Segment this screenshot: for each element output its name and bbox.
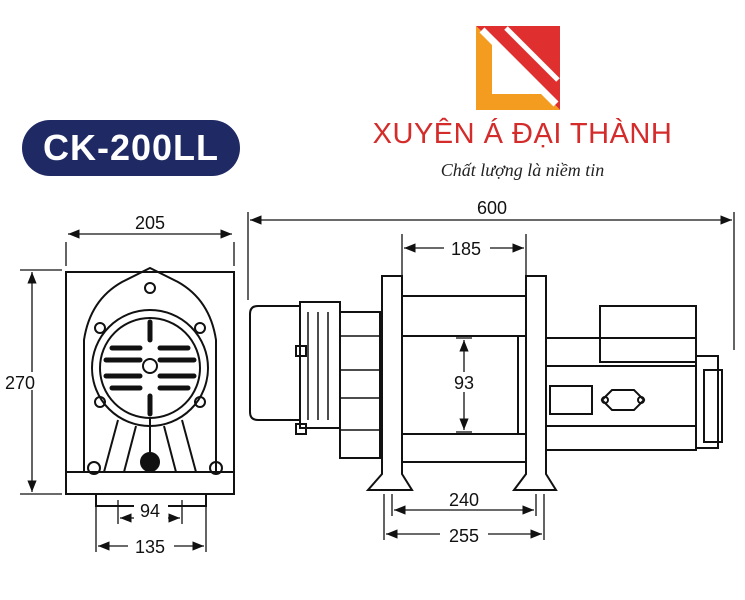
model-label: CK-200LL — [42, 127, 220, 168]
dim-drum-length: 185 — [451, 239, 481, 259]
dim-front-width: 205 — [135, 213, 165, 233]
front-view — [65, 266, 235, 507]
brand-name: XUYÊN Á ĐẠI THÀNH — [372, 118, 673, 150]
dim-drum-diameter: 93 — [454, 373, 474, 393]
dim-front-height: 270 — [5, 373, 35, 393]
dim-base-outer: 135 — [135, 537, 165, 557]
dim-mount-outer: 255 — [449, 526, 479, 546]
brand-slogan: Chất lượng là niềm tin — [440, 160, 605, 180]
brand-logo-icon — [476, 26, 560, 110]
model-badge: CK-200LL — [22, 120, 240, 176]
side-view — [249, 275, 723, 491]
dim-total-length: 600 — [477, 198, 507, 218]
dim-base-inner: 94 — [140, 501, 160, 521]
dim-mount-inner: 240 — [449, 490, 479, 510]
